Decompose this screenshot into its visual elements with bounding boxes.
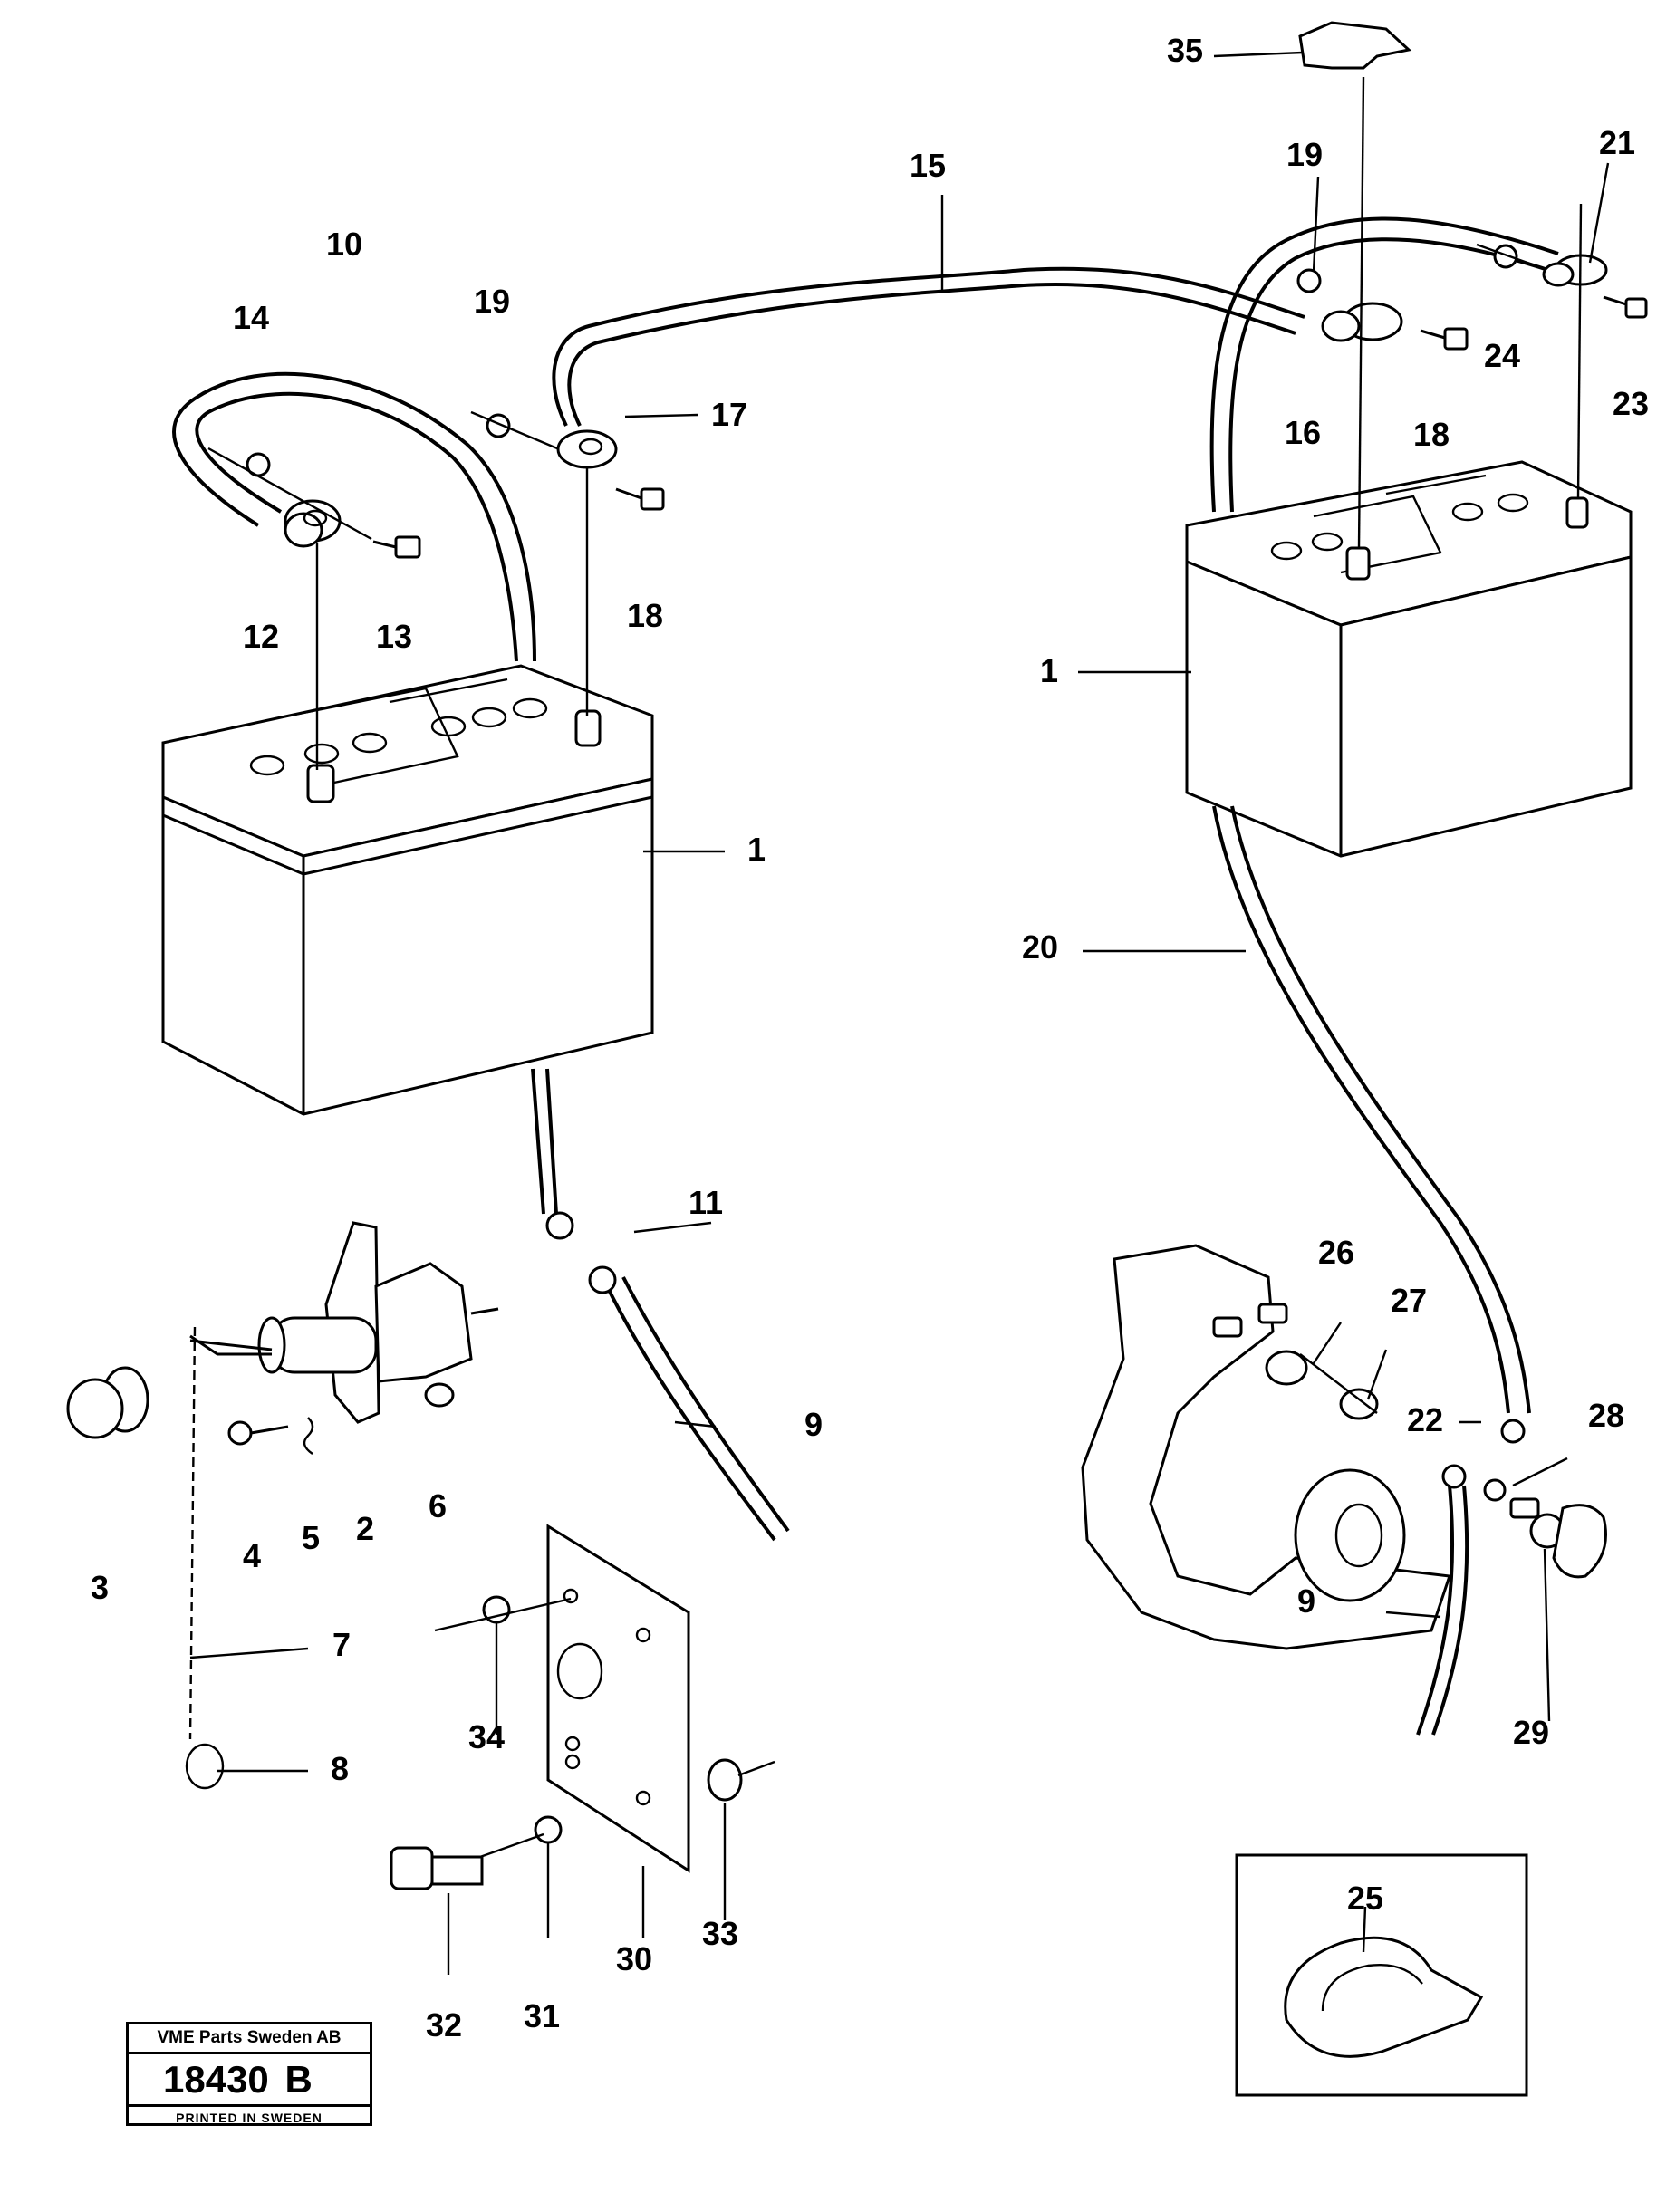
callout-2: 2 bbox=[356, 1510, 375, 1547]
mounting-plate bbox=[390, 1524, 775, 1890]
callout-32: 32 bbox=[426, 2006, 463, 2044]
callout-31: 31 bbox=[524, 1997, 561, 2034]
stamp-suffix: B bbox=[284, 2058, 313, 2101]
inset-detail bbox=[1235, 1853, 1528, 2097]
callout-25: 25 bbox=[1347, 1880, 1384, 1917]
callout-27: 27 bbox=[1391, 1282, 1428, 1319]
document-stamp: VME Parts Sweden AB 18430 B PRINTED IN S… bbox=[126, 2022, 372, 2126]
stamp-printed: PRINTED IN SWEDEN bbox=[176, 2111, 323, 2125]
callout-14: 14 bbox=[233, 299, 270, 336]
callout-1-right: 1 bbox=[1040, 652, 1059, 689]
cables bbox=[172, 216, 1559, 1736]
callout-24: 24 bbox=[1484, 337, 1521, 374]
stamp-company: VME Parts Sweden AB bbox=[129, 2024, 370, 2054]
callout-8: 8 bbox=[331, 1750, 350, 1787]
callout-30: 30 bbox=[616, 1940, 653, 1977]
callout-9-right: 9 bbox=[1297, 1582, 1316, 1620]
callout-9-left: 9 bbox=[804, 1406, 824, 1443]
leader-lines bbox=[189, 51, 1610, 1975]
callout-21: 21 bbox=[1599, 124, 1636, 161]
callout-18-right: 18 bbox=[1413, 416, 1450, 453]
callout-7: 7 bbox=[332, 1626, 352, 1663]
callout-23: 23 bbox=[1613, 385, 1650, 422]
solenoid-assembly bbox=[66, 1211, 617, 1790]
callout-1-left: 1 bbox=[747, 831, 766, 868]
callout-18-left: 18 bbox=[627, 597, 664, 634]
callout-22: 22 bbox=[1407, 1401, 1444, 1438]
starter-motor bbox=[1081, 1244, 1607, 1650]
callout-3: 3 bbox=[91, 1569, 110, 1606]
callout-4: 4 bbox=[243, 1537, 262, 1574]
callout-10: 10 bbox=[326, 226, 363, 263]
callout-5: 5 bbox=[302, 1519, 321, 1556]
battery-left bbox=[161, 664, 654, 1116]
callout-29: 29 bbox=[1513, 1714, 1550, 1751]
callout-19-left: 19 bbox=[474, 283, 511, 320]
callout-35: 35 bbox=[1167, 32, 1204, 69]
stamp-number: 18430 bbox=[163, 2058, 269, 2101]
battery-right bbox=[1185, 460, 1633, 858]
callout-16: 16 bbox=[1285, 414, 1322, 451]
callout-33: 33 bbox=[702, 1915, 739, 1952]
terminal-hardware bbox=[207, 21, 1648, 770]
callout-6: 6 bbox=[429, 1487, 448, 1524]
callout-12: 12 bbox=[243, 618, 280, 655]
stamp-number-row: 18430 B bbox=[129, 2054, 370, 2107]
callout-13: 13 bbox=[376, 618, 413, 655]
callout-19-right: 19 bbox=[1286, 136, 1324, 173]
callout-17: 17 bbox=[711, 396, 748, 433]
callout-20: 20 bbox=[1022, 928, 1059, 966]
callout-28: 28 bbox=[1588, 1397, 1625, 1434]
callout-34: 34 bbox=[468, 1718, 506, 1755]
callout-26: 26 bbox=[1318, 1234, 1355, 1271]
callout-11: 11 bbox=[689, 1184, 724, 1221]
callout-15: 15 bbox=[910, 147, 947, 184]
